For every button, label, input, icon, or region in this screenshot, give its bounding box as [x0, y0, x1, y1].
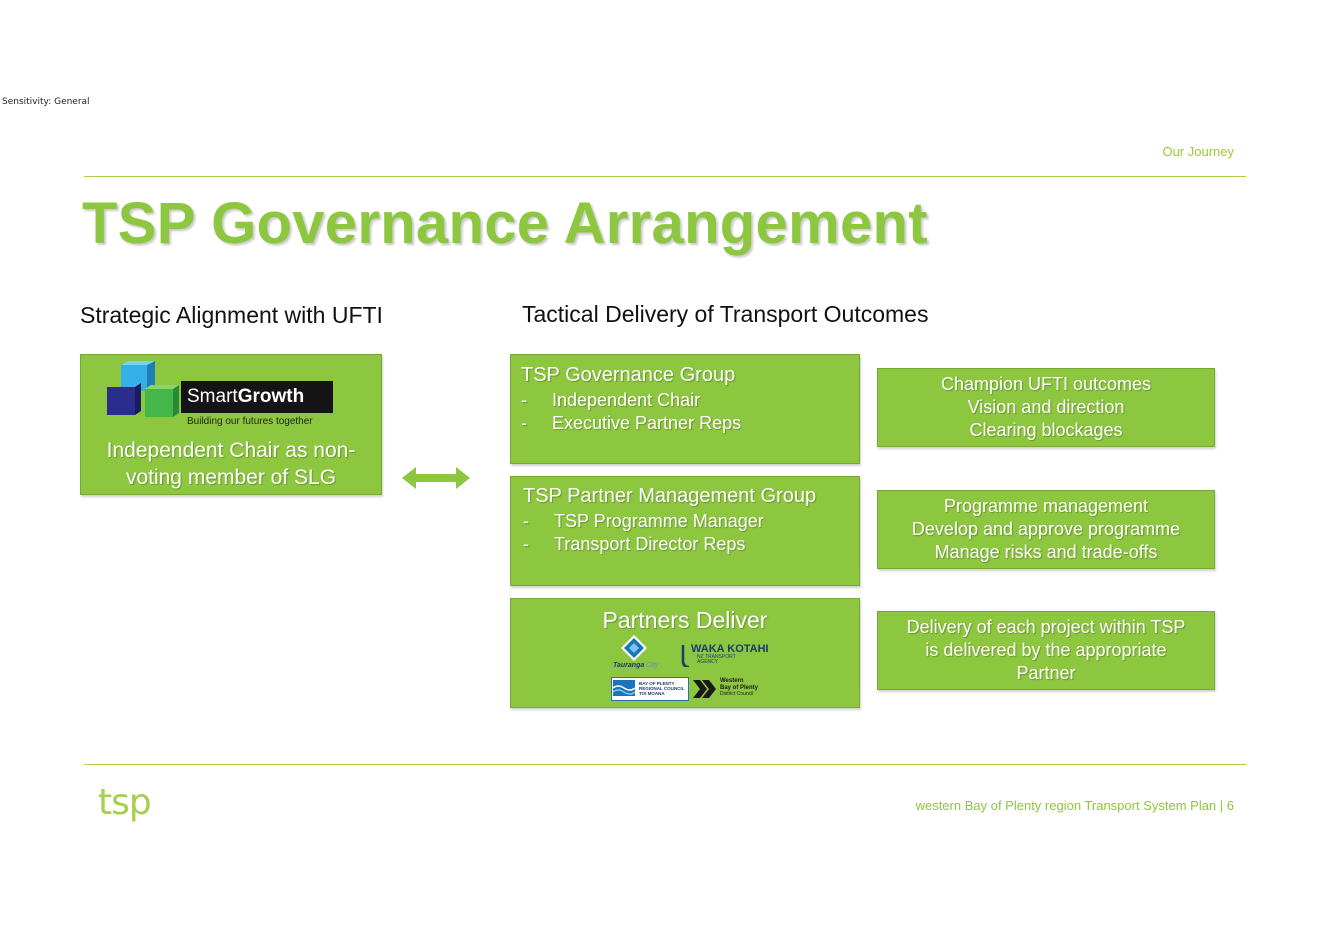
- waka-kotahi-logo: WAKA KOTAHI NZ TRANSPORT AGENCY: [681, 643, 771, 671]
- description-line: Partner: [1016, 663, 1076, 683]
- smartgrowth-tagline: Building our futures together: [187, 416, 313, 427]
- list-item: TSP Programme Manager: [523, 510, 847, 533]
- wbop-district-council-logo: Western Bay of Plenty District Council: [693, 677, 773, 701]
- description-line: is delivered by the appropriate: [925, 640, 1167, 660]
- partner-management-description-box: Programme management Develop and approve…: [877, 490, 1215, 569]
- smartgrowth-box: SmartGrowth Building our futures togethe…: [80, 354, 382, 495]
- description-line: Delivery of each project within TSP: [906, 617, 1186, 637]
- governance-description-box: Champion UFTI outcomes Vision and direct…: [877, 368, 1215, 447]
- partners-deliver-description-box: Delivery of each project within TSP is d…: [877, 611, 1215, 690]
- bop-wordmark: BAY OF PLENTY REGIONAL COUNCIL TOI MOANA: [639, 681, 685, 696]
- smartgrowth-description: Independent Chair as non- voting member …: [106, 439, 356, 489]
- description-line: Develop and approve programme: [911, 519, 1181, 539]
- partners-deliver-title: Partners Deliver: [602, 607, 768, 633]
- wbop-wordmark: Western Bay of Plenty District Council: [720, 678, 759, 697]
- list-item: Executive Partner Reps: [521, 412, 849, 435]
- chevrons-icon: [693, 680, 716, 698]
- governance-group-box: TSP Governance Group Independent Chair E…: [510, 354, 860, 464]
- section-label: Our Journey: [1162, 144, 1234, 159]
- tactical-heading: Tactical Delivery of Transport Outcomes: [522, 301, 929, 327]
- description-line: Manage risks and trade-offs: [934, 542, 1158, 562]
- smartgrowth-wordmark: SmartGrowth: [181, 381, 333, 413]
- cubes-icon: [107, 361, 179, 417]
- waka-kotahi-subtitle: NZ TRANSPORT AGENCY: [697, 654, 736, 665]
- tauranga-logo: Tauranga City: [611, 635, 661, 671]
- wave-icon: [613, 680, 635, 696]
- tauranga-emblem-icon: [621, 635, 647, 661]
- double-arrow-icon: [402, 467, 470, 489]
- partner-management-group-list: TSP Programme Manager Transport Director…: [523, 510, 847, 556]
- list-item: Independent Chair: [521, 389, 849, 412]
- governance-group-list: Independent Chair Executive Partner Reps: [521, 389, 849, 435]
- waka-kotahi-emblem-icon: [681, 645, 690, 667]
- tsp-logo: tsp: [98, 782, 152, 823]
- partner-management-group-title: TSP Partner Management Group: [523, 485, 817, 507]
- strategic-heading: Strategic Alignment with UFTI: [80, 302, 383, 328]
- page-title: TSP Governance Arrangement: [82, 191, 928, 256]
- governance-group-title: TSP Governance Group: [521, 364, 736, 386]
- list-item: Transport Director Reps: [523, 533, 847, 556]
- description-line: Vision and direction: [967, 397, 1125, 417]
- partners-deliver-box: Partners Deliver Tauranga City WAKA KOTA…: [510, 598, 860, 708]
- smartgrowth-logo: SmartGrowth Building our futures togethe…: [107, 361, 337, 427]
- footer-text: western Bay of Plenty region Transport S…: [915, 798, 1234, 813]
- bop-regional-council-logo: BAY OF PLENTY REGIONAL COUNCIL TOI MOANA: [611, 677, 689, 701]
- footer-divider: [84, 764, 1246, 765]
- header-divider: [84, 176, 1246, 177]
- description-line: Champion UFTI outcomes: [940, 374, 1152, 394]
- tauranga-wordmark: Tauranga City: [613, 662, 659, 669]
- waka-kotahi-wordmark: WAKA KOTAHI: [691, 643, 769, 655]
- sensitivity-label: Sensitivity: General: [2, 97, 90, 107]
- description-line: Clearing blockages: [969, 420, 1123, 440]
- description-line: Programme management: [943, 496, 1149, 516]
- partner-management-group-box: TSP Partner Management Group TSP Program…: [510, 476, 860, 586]
